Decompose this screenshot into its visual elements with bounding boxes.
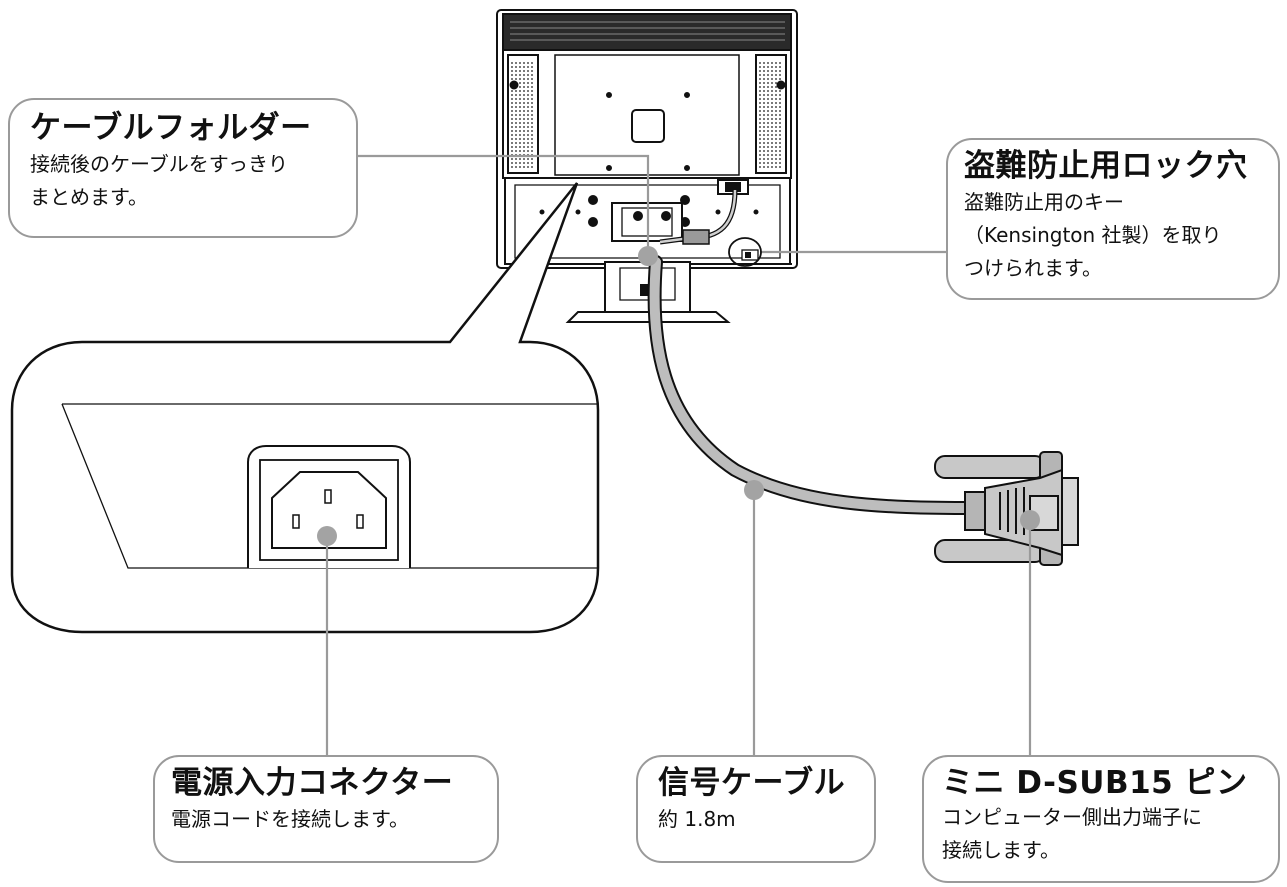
marker-signal-cable [744,480,764,500]
power-connector-detail [61,403,598,569]
leader-lines [325,154,1032,760]
dsub-connector [934,451,1079,566]
callout-power-connector: 電源入力コネクター 電源コードを接続します。 [153,755,499,863]
marker-cable-holder [638,246,658,266]
callout-description: 盗難防止用のキー （Kensington 社製）を取り つけられます。 [964,190,1222,280]
callout-dsub-pin: ミニ D-SUB15 ピン コンピューター側出力端子に 接続します。 [922,755,1280,883]
callout-title: 信号ケーブル [658,765,846,801]
callout-lock-slot: 盗難防止用ロック穴 盗難防止用のキー （Kensington 社製）を取り つけ… [946,138,1280,300]
callout-title: ミニ D-SUB15 ピン [942,765,1248,801]
zoom-bubble [10,182,600,634]
callout-cable-holder: ケーブルフォルダー 接続後のケーブルをすっきり まとめます。 [8,98,358,238]
callout-description: 約 1.8m [658,807,736,831]
marker-power-connector [317,526,337,546]
marker-lock-slot [728,237,762,267]
callout-title: 電源入力コネクター [171,765,454,801]
callout-markers [317,246,1040,546]
callout-signal-cable: 信号ケーブル 約 1.8m [636,755,876,863]
callout-description: コンピューター側出力端子に 接続します。 [942,805,1202,862]
callout-description: 接続後のケーブルをすっきり まとめます。 [30,152,288,209]
callout-title: ケーブルフォルダー [30,110,312,146]
callout-title: 盗難防止用ロック穴 [964,148,1248,184]
callout-description: 電源コードを接続します。 [171,807,409,831]
marker-dsub-pin [1020,510,1040,530]
signal-cable [647,255,982,515]
